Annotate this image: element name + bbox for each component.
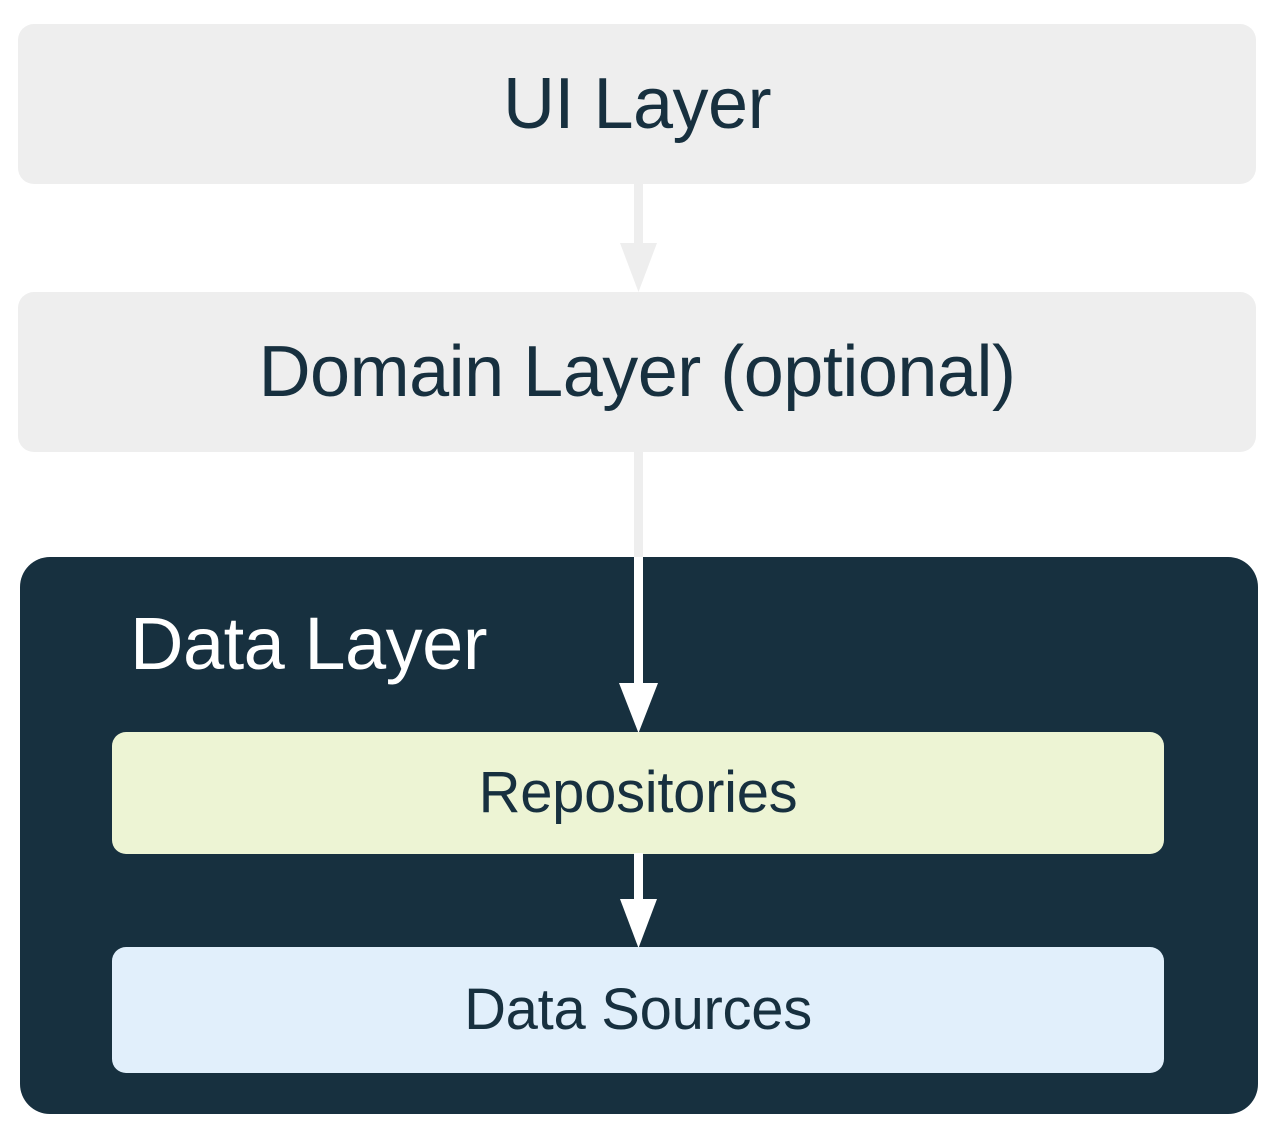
data-layer-box[interactable]: Data Layer Repositories Data Sources — [20, 557, 1258, 1114]
ui-layer-box[interactable]: UI Layer — [18, 24, 1256, 184]
domain-layer-box[interactable]: Domain Layer (optional) — [18, 292, 1256, 452]
data-layer-label: Data Layer — [130, 602, 487, 685]
repositories-box[interactable]: Repositories — [112, 732, 1164, 854]
data-sources-label: Data Sources — [464, 977, 812, 1042]
repositories-label: Repositories — [478, 760, 798, 825]
arrow-ui-to-domain — [620, 183, 657, 292]
domain-layer-label: Domain Layer (optional) — [258, 332, 1016, 412]
data-sources-box[interactable]: Data Sources — [112, 947, 1164, 1073]
ui-layer-label: UI Layer — [502, 64, 772, 144]
